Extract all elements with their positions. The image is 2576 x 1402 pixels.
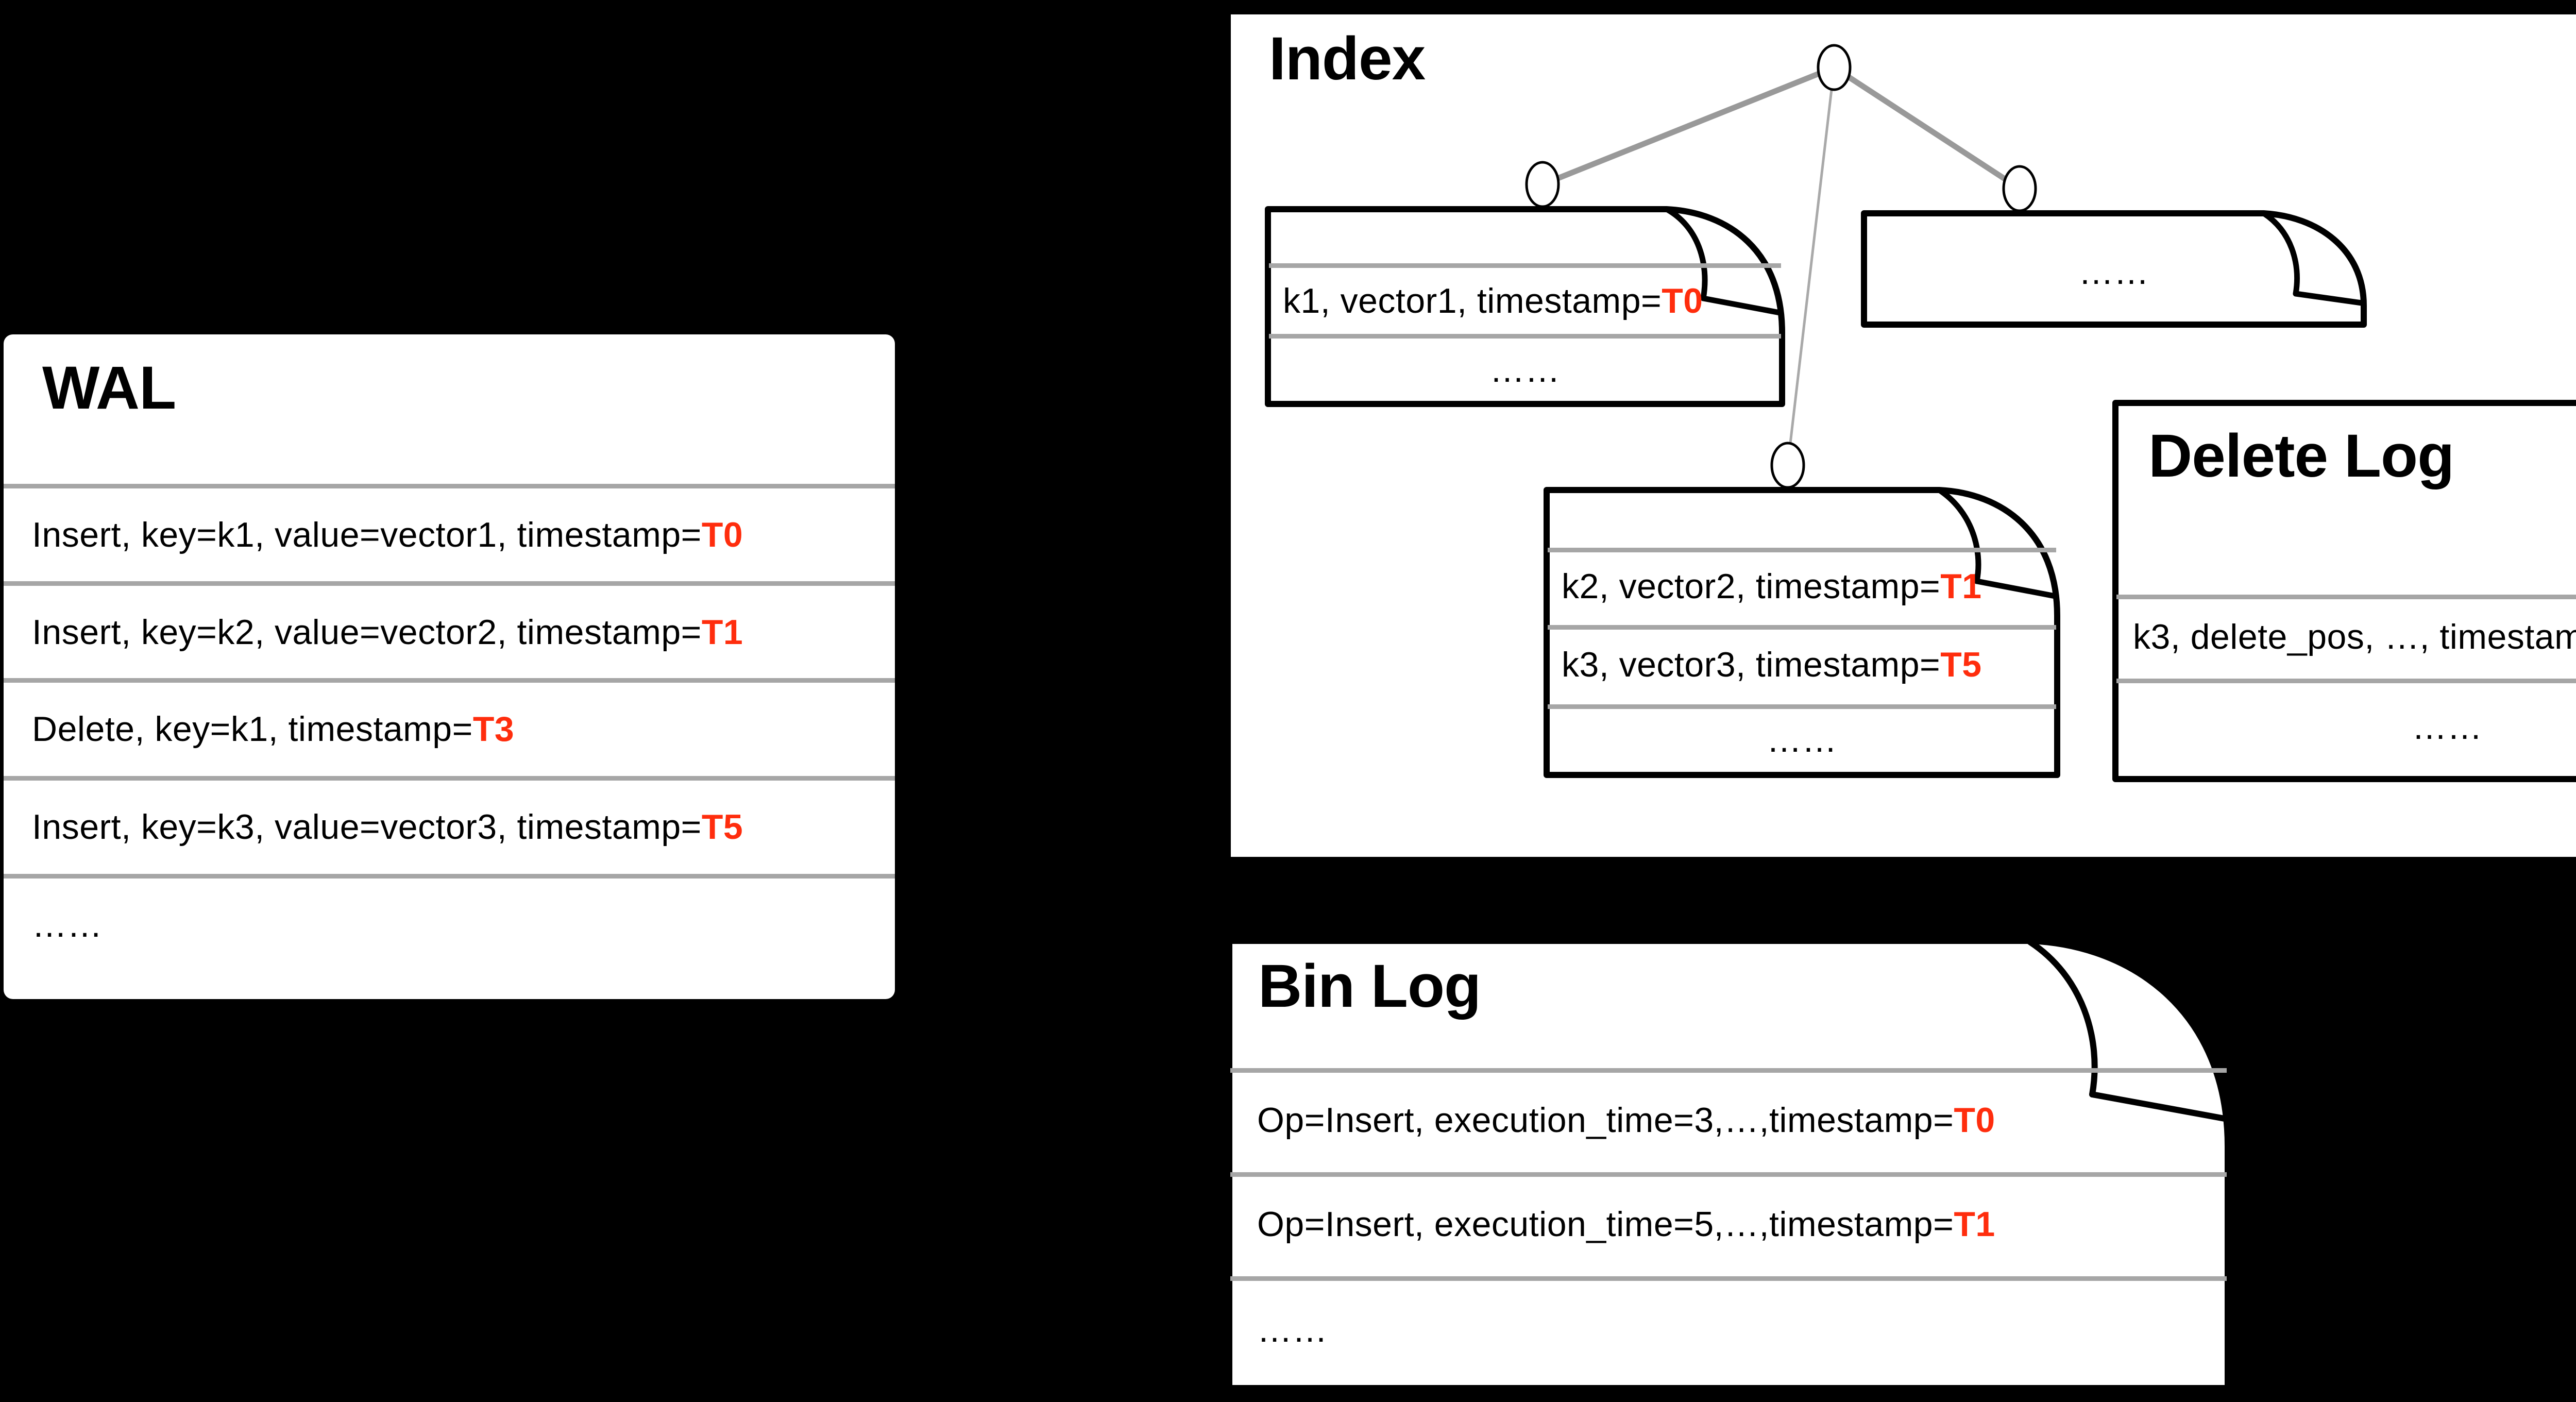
doc-separator (1230, 1276, 2227, 1281)
wal-table: WAL Insert, key=k1, value=vector1, times… (4, 334, 895, 999)
tree-node-icon (1770, 442, 1805, 489)
doc-separator (1548, 625, 2056, 630)
tree-edge (1832, 65, 2022, 191)
doc-row-text: Op=Insert, execution_time=3,…,timestamp= (1257, 1101, 1954, 1140)
page-shape (1544, 487, 2060, 778)
page-fold-icon (1664, 206, 1708, 301)
delete-log-title: Delete Log (2148, 422, 2454, 490)
ellipsis-text: …… (1257, 1310, 1328, 1349)
timestamp-value: T1 (701, 613, 743, 652)
ellipsis-text: …… (1489, 350, 1561, 390)
page-fold-icon (1700, 295, 1783, 316)
wal-row-text: Delete, key=k1, timestamp= (32, 710, 473, 749)
doc-row-ellipsis: …… (2117, 683, 2576, 771)
wal-row: Delete, key=k1, timestamp=T3 (32, 683, 877, 775)
tree-root-node-icon (1817, 44, 1852, 91)
timestamp-value: T1 (1940, 567, 1982, 606)
page-shape (1265, 206, 1785, 407)
wal-separator (4, 874, 895, 879)
doc-row-text: k3, delete_pos, …, timestamp= (2133, 617, 2576, 656)
doc-separator (2116, 595, 2576, 599)
ellipsis-text: …… (32, 905, 103, 944)
page-fold-icon (1936, 487, 1981, 584)
tree-edge (1541, 64, 1836, 188)
wal-separator (4, 678, 895, 683)
ellipsis-text: …… (2078, 252, 2149, 292)
page-fold-icon (2261, 210, 2300, 297)
timestamp-value: T3 (472, 710, 515, 749)
bin-log-row-ellipsis: …… (1257, 1281, 2205, 1379)
wal-row: Insert, key=k3, value=vector3, timestamp… (32, 781, 877, 873)
index-panel: Index k1, vector1, timestamp=T0 (1231, 14, 2576, 857)
doc-separator (1548, 548, 2056, 552)
doc-row-ellipsis: …… (1270, 339, 1780, 401)
timestamp-value: T5 (1940, 645, 1982, 684)
doc-row-ellipsis: …… (1549, 709, 2055, 771)
wal-separator (4, 484, 895, 488)
page-fold-icon (1974, 578, 2058, 599)
timestamp-value: T0 (1954, 1101, 1995, 1140)
wal-row-text: Insert, key=k1, value=vector1, timestamp… (32, 515, 702, 554)
delete-log-doc: Delete Log k3, delete_pos, …, timestamp=… (2112, 400, 2576, 782)
wal-title: WAL (42, 354, 176, 422)
timestamp-value: T0 (1662, 281, 1703, 320)
page-outline-icon (1544, 487, 2060, 778)
bin-log-row: Op=Insert, execution_time=5,…,timestamp=… (1257, 1177, 2205, 1272)
doc-row: k3, vector3, timestamp=T5 (1562, 630, 2051, 700)
doc-row-text: Op=Insert, execution_time=5,…,timestamp= (1257, 1205, 1954, 1244)
timestamp-value: T1 (1954, 1205, 1995, 1244)
doc-row-text: k1, vector1, timestamp= (1283, 281, 1662, 320)
bin-log-row: Op=Insert, execution_time=3,…,timestamp=… (1257, 1073, 2205, 1168)
index-tree (1525, 44, 2037, 489)
doc-separator (1230, 1068, 2227, 1073)
doc-separator (2116, 679, 2576, 683)
ellipsis-text: …… (2412, 707, 2483, 747)
delete-log-row: k3, delete_pos, …, timestamp=T3 (2133, 599, 2576, 674)
wal-row-text: Insert, key=k3, value=vector3, timestamp… (32, 807, 702, 847)
doc-separator (1548, 704, 2056, 709)
doc-row-ellipsis: …… (1866, 226, 2362, 318)
doc-separator (1269, 334, 1781, 339)
page-outline-icon (1265, 206, 1785, 407)
doc-separator (1269, 263, 1781, 268)
bin-log-doc: Bin Log Op=Insert, execution_time=3,…,ti… (1226, 938, 2231, 1391)
timestamp-value: T5 (701, 807, 743, 847)
tree-edge (1786, 67, 1836, 466)
bin-log-title: Bin Log (1258, 952, 1481, 1020)
page-fold-icon (2089, 1091, 2228, 1122)
tree-node-icon (1525, 161, 1560, 208)
wal-separator (4, 581, 895, 586)
index-segment-doc-3: k2, vector2, timestamp=T1 k3, vector3, t… (1544, 487, 2060, 778)
doc-row: k1, vector1, timestamp=T0 (1283, 268, 1772, 334)
doc-row-text: k3, vector3, timestamp= (1562, 645, 1941, 684)
page-shape (2112, 400, 2576, 782)
ellipsis-text: …… (1767, 720, 1837, 759)
wal-row: Insert, key=k2, value=vector2, timestamp… (32, 586, 877, 679)
wal-row-text: Insert, key=k2, value=vector2, timestamp… (32, 613, 702, 652)
doc-row-text: k2, vector2, timestamp= (1562, 567, 1941, 606)
doc-row: k2, vector2, timestamp=T1 (1562, 552, 2051, 620)
tree-node-icon (2002, 165, 2037, 212)
index-segment-doc-2: …… (1861, 210, 2367, 328)
wal-row: Insert, key=k1, value=vector1, timestamp… (32, 488, 877, 581)
wal-row-ellipsis: …… (32, 879, 877, 971)
timestamp-value: T0 (701, 515, 743, 554)
index-title: Index (1269, 25, 1426, 93)
page-outline-icon (1861, 210, 2367, 328)
doc-separator (1230, 1172, 2227, 1177)
page-fold-icon (2293, 291, 2365, 306)
wal-separator (4, 776, 895, 781)
index-segment-doc-1: k1, vector1, timestamp=T0 …… (1265, 206, 1785, 407)
page-outline-icon (2112, 400, 2576, 782)
